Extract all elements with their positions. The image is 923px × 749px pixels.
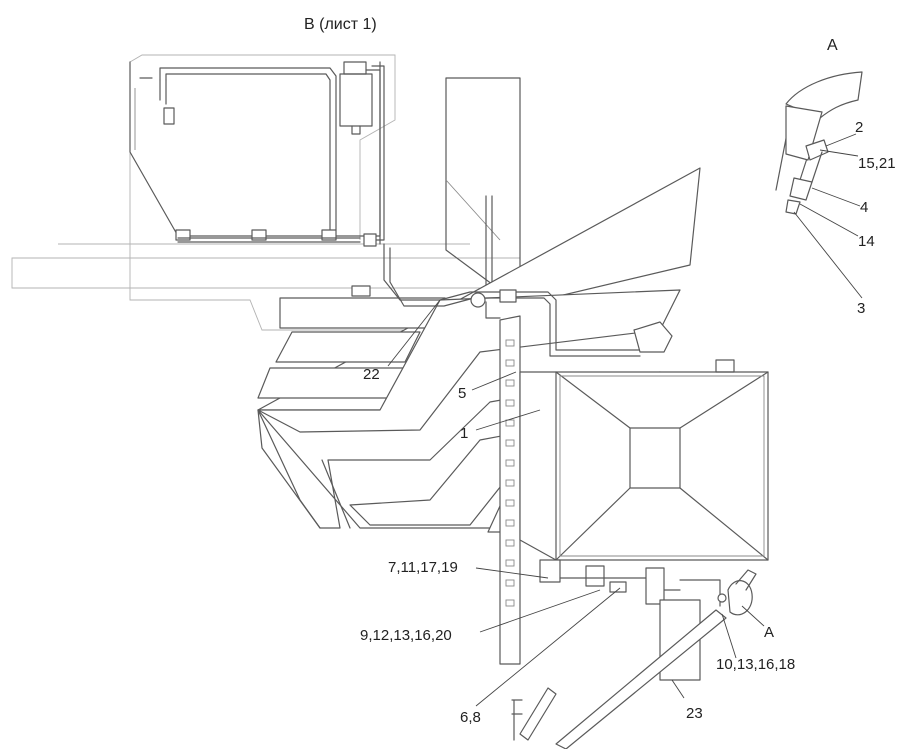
callout-3: 3 — [857, 300, 865, 317]
callout-5: 5 — [458, 385, 466, 402]
leader-lines — [387, 133, 863, 707]
upper-fuel-tank — [129, 61, 385, 247]
fuel-lines — [351, 243, 641, 357]
callout-2: 2 — [855, 119, 863, 136]
callout-14: 14 — [858, 233, 875, 250]
cab-pillar — [445, 77, 521, 301]
callout-9-12-13-16-20: 9,12,13,16,20 — [360, 627, 452, 644]
background-outline — [11, 54, 521, 331]
callout-6-8: 6,8 — [460, 709, 481, 726]
callout-10-13-16-18: 10,13,16,18 — [716, 656, 795, 673]
callout-7-11-17-19: 7,11,17,19 — [388, 559, 458, 576]
callout-22: 22 — [363, 366, 380, 383]
lower-fuel-tank — [519, 321, 769, 681]
detail-a-view — [775, 71, 863, 215]
callout-23: 23 — [686, 705, 703, 722]
bracket-strip — [499, 315, 521, 665]
diagonal-rail — [511, 609, 727, 749]
callout-4: 4 — [860, 199, 868, 216]
callout-detail-ref: А — [764, 624, 774, 641]
callout-15-21: 15,21 — [858, 155, 896, 172]
callout-1: 1 — [460, 425, 468, 442]
detail-title: А — [827, 37, 838, 54]
view-title: В (лист 1) — [304, 16, 377, 33]
